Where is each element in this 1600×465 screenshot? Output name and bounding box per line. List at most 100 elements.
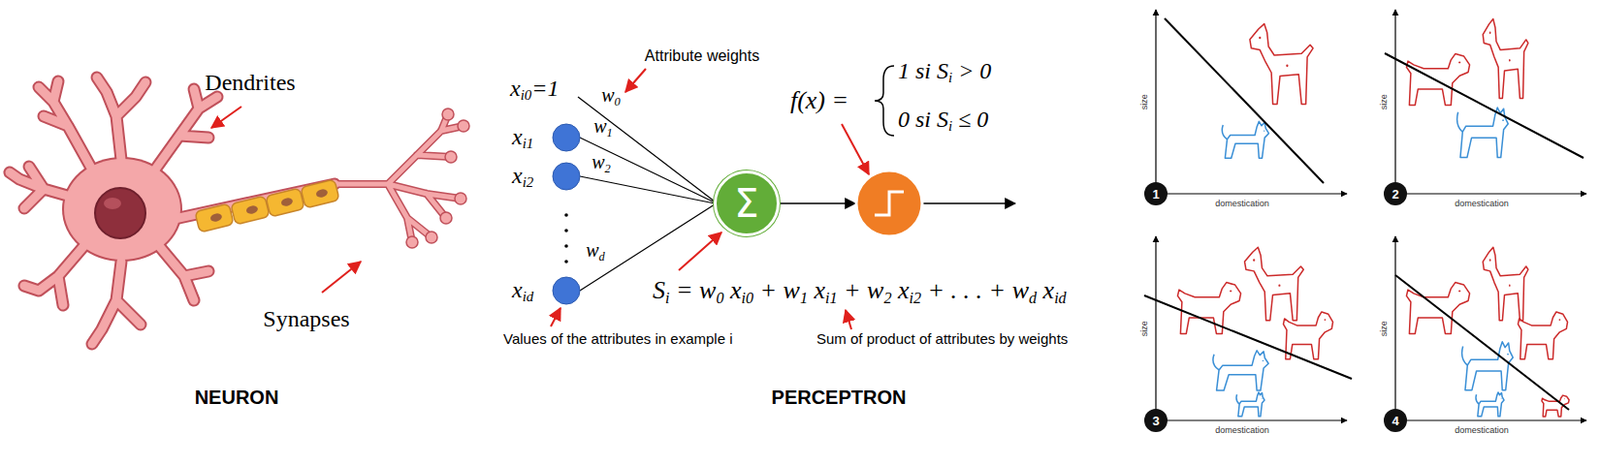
- scatter-panels: [1395, 192, 1587, 194]
- myelin-sheath: [280, 196, 294, 208]
- input-circles: [552, 277, 580, 305]
- animals: [1213, 351, 1269, 391]
- myelin-sheath: [245, 204, 259, 216]
- subscript: i1: [522, 136, 535, 153]
- callout-arrows: [841, 124, 869, 175]
- input-circles: [552, 124, 580, 152]
- callout-arrows: [211, 106, 242, 128]
- decision-lines: [1384, 53, 1584, 159]
- subscript: 1: [607, 125, 613, 139]
- scatter-panels: [1155, 419, 1347, 421]
- synapse-bulbs: [425, 231, 438, 244]
- animals: [1282, 312, 1333, 360]
- myelin-sheath: [194, 203, 234, 233]
- animals: [1406, 54, 1470, 106]
- function-case: 1 si Si > 0: [897, 58, 992, 86]
- ellipsis-dots: [564, 244, 569, 249]
- step-function: [856, 170, 923, 237]
- title-label: NEURON: [194, 386, 280, 410]
- synapse-bulbs: [442, 108, 454, 121]
- part-label: Dendrites: [204, 69, 295, 97]
- subscript: d: [599, 249, 606, 263]
- callout-number: 1: [1144, 182, 1168, 206]
- myelin-sheath: [315, 188, 329, 199]
- perceptron-wires: [922, 202, 1016, 205]
- decision-lines: [1164, 18, 1324, 184]
- axis-label: domestication: [1454, 198, 1509, 209]
- node-text: 3: [1152, 415, 1159, 428]
- input-circles: [552, 162, 580, 191]
- animals: [1482, 247, 1529, 320]
- input-label: xid: [512, 277, 534, 305]
- subscript: id: [1054, 289, 1067, 307]
- animals: [1517, 312, 1568, 360]
- axis-label: size: [1139, 320, 1150, 337]
- node-text: 2: [1391, 188, 1399, 201]
- note-label: Attribute weights: [644, 47, 760, 65]
- subscript: 1: [800, 289, 808, 307]
- sum-node: Σ: [713, 170, 780, 237]
- scatter-panels: [1394, 9, 1396, 194]
- myelin-sheath: [194, 179, 340, 233]
- input-circles: [552, 124, 580, 305]
- subscript: i2: [522, 175, 535, 192]
- step-function: [856, 170, 923, 237]
- subscript: i: [948, 70, 953, 87]
- part-label: Synapses: [262, 306, 350, 334]
- decision-lines: [1144, 295, 1352, 380]
- scatter-panels: [1154, 236, 1156, 421]
- animals: [1221, 121, 1269, 159]
- animals: [1236, 392, 1265, 417]
- ellipsis-dots: [564, 213, 569, 264]
- axis-label: size: [1378, 320, 1389, 337]
- neuron-illustration: [9, 77, 335, 345]
- subscript: i0: [740, 289, 754, 307]
- decision-lines: [1144, 18, 1584, 411]
- animals: [1482, 19, 1529, 99]
- input-label: xi0=1: [510, 75, 559, 103]
- scatter-panels: [1395, 419, 1587, 421]
- callout-arrows: [678, 232, 722, 271]
- formula-label: Si = w0 xi0 + w1 xi1 + w2 xi2 + . . . + …: [652, 276, 1067, 306]
- callout-arrows: [321, 261, 361, 293]
- neuron-illustration: [64, 159, 181, 260]
- weight-label: w0: [601, 84, 621, 107]
- myelin-sheath: [230, 195, 270, 225]
- animals: [1177, 19, 1569, 417]
- weight-label: w2: [591, 151, 611, 174]
- neuron-illustration: [103, 197, 122, 210]
- neuron-illustration: [329, 114, 464, 243]
- synapse-bulbs: [457, 120, 470, 132]
- perceptron-wires: [577, 96, 1016, 291]
- subscript: d: [1028, 289, 1037, 307]
- function-label: f(x) =: [790, 86, 849, 116]
- axis-label: domestication: [1215, 198, 1270, 209]
- neuron-illustration: [9, 77, 470, 345]
- axis-label: domestication: [1454, 425, 1509, 436]
- scatter-panels: [1155, 192, 1347, 194]
- callout-number: 4: [1383, 409, 1408, 433]
- scatter-panels: [1394, 236, 1396, 421]
- synapse-bulbs: [454, 192, 467, 205]
- callout-number: 3: [1144, 409, 1168, 433]
- node-text: Σ: [734, 184, 759, 224]
- myelin-sheath: [230, 195, 270, 225]
- subscript: i: [665, 289, 670, 307]
- myelin-sheath: [300, 179, 340, 209]
- neuron-illustration: [95, 188, 146, 239]
- axis-label: domestication: [1215, 425, 1270, 436]
- synapse-bulbs: [445, 151, 457, 163]
- weight-label: wd: [585, 239, 606, 262]
- node-text: 4: [1391, 415, 1399, 428]
- input-label: xi2: [512, 162, 534, 191]
- neuron-illustration: [9, 77, 335, 345]
- perceptron-wires: [579, 176, 715, 204]
- perceptron-wires: [779, 202, 856, 205]
- ellipsis-dots: [564, 259, 569, 264]
- scatter-panels: [1155, 9, 1587, 421]
- brace: [874, 65, 895, 136]
- function-case: 0 si Si ≤ 0: [897, 106, 989, 134]
- subscript: 0: [614, 94, 621, 108]
- callout-arrows: [845, 310, 852, 330]
